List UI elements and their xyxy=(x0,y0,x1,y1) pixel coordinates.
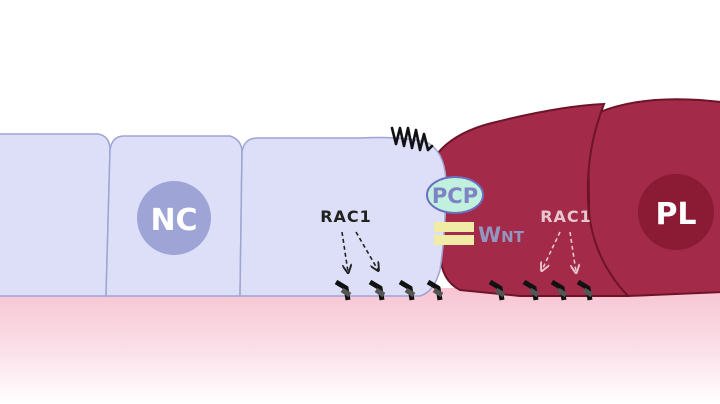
chevron-icon xyxy=(494,287,506,298)
chevron-icon xyxy=(404,287,416,298)
chevron-icon xyxy=(582,287,594,298)
wnt-label-w: W xyxy=(478,223,501,247)
nc-cell-3 xyxy=(239,136,447,297)
wnt-label: WNT xyxy=(478,223,525,247)
wnt-label-rest: NT xyxy=(501,228,525,246)
rac1-right-label: RAC1 xyxy=(540,207,592,226)
rac1-left-label: RAC1 xyxy=(320,207,372,226)
integrin-group-left xyxy=(334,279,444,301)
integrin-group-right xyxy=(488,279,594,301)
pcp-oval xyxy=(426,176,484,214)
chevron-icon xyxy=(528,287,540,298)
nc-cell-1 xyxy=(0,133,111,297)
wnt-bar-bottom xyxy=(434,235,474,245)
chevron-icon xyxy=(432,287,444,298)
chevron-icon xyxy=(340,287,352,298)
nc-nucleus xyxy=(137,181,211,255)
dashed-arrow-icon xyxy=(355,231,378,270)
pl-nucleus xyxy=(638,174,714,250)
substrate xyxy=(0,288,720,404)
squiggle-icon xyxy=(390,126,434,152)
chevron-icon xyxy=(374,287,386,298)
dashed-arrow-icon xyxy=(542,231,561,270)
pcp-label: PCP xyxy=(432,184,478,208)
pl-label: PL xyxy=(655,197,696,232)
nc-label: NC xyxy=(150,203,197,238)
chevron-icon xyxy=(556,287,568,298)
wnt-bar-top xyxy=(434,222,474,232)
